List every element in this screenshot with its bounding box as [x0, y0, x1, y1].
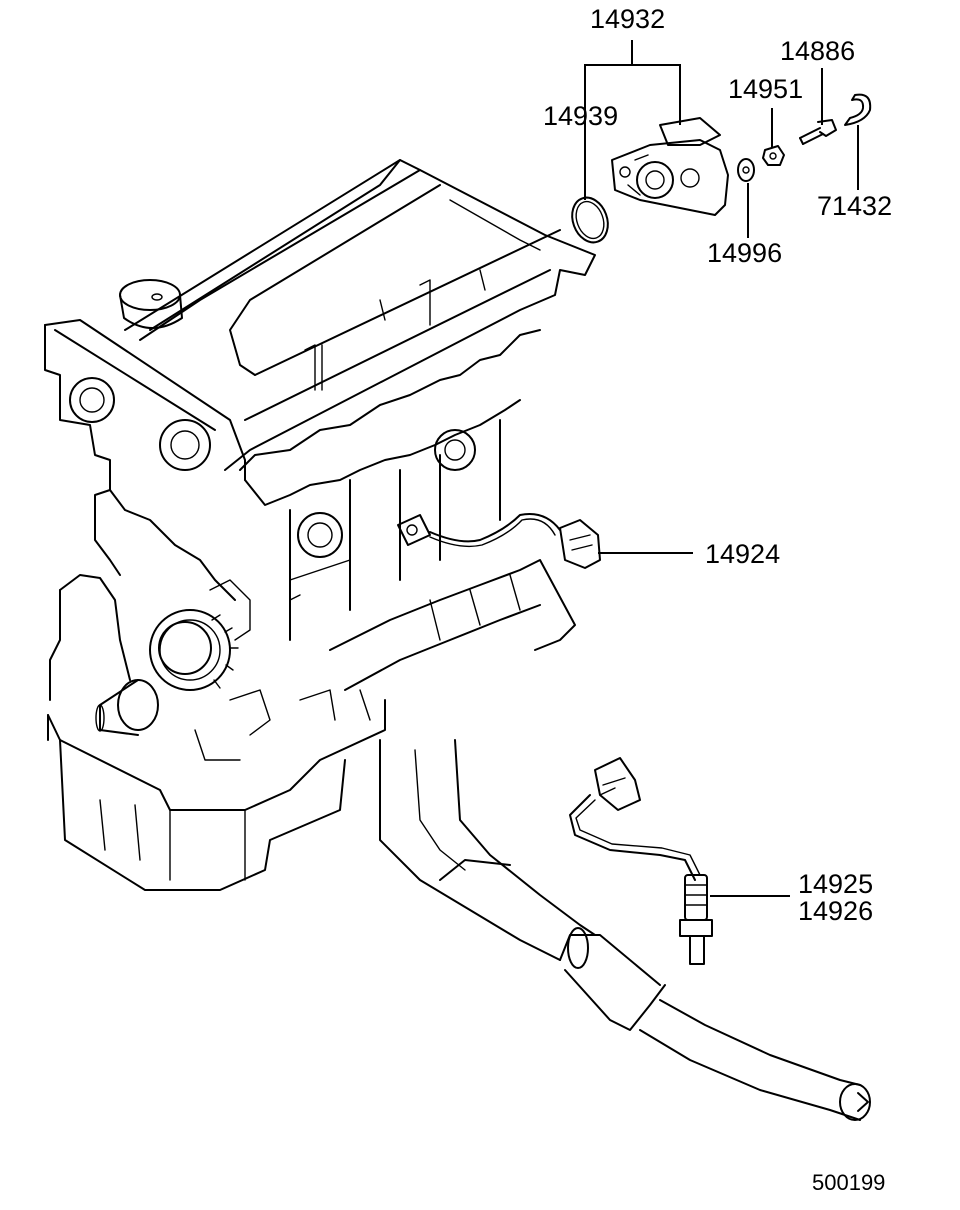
label-14996: 14996 — [707, 238, 782, 268]
leader-lines — [584, 40, 859, 897]
o-ring-drawing — [571, 196, 609, 244]
label-14924: 14924 — [705, 539, 780, 569]
label-14951: 14951 — [728, 74, 803, 104]
engine-block-drawing — [44, 159, 596, 891]
throttle-position-sensor-drawing — [611, 117, 729, 216]
label-14926: 14926 — [798, 896, 873, 926]
nut-drawing — [762, 145, 785, 166]
exhaust-pipe-drawing — [379, 739, 871, 1121]
screw-drawing — [799, 119, 837, 145]
clip-drawing — [844, 93, 872, 126]
label-14886: 14886 — [780, 36, 855, 66]
oxygen-sensor-drawing — [569, 757, 713, 965]
diagram-code: 500199 — [812, 1170, 885, 1195]
label-14932: 14932 — [590, 4, 665, 34]
label-14939: 14939 — [543, 101, 618, 131]
label-14925: 14925 — [798, 869, 873, 899]
washer-drawing — [737, 158, 755, 182]
label-71432: 71432 — [817, 191, 892, 221]
knock-sensor-harness-drawing — [397, 513, 601, 569]
